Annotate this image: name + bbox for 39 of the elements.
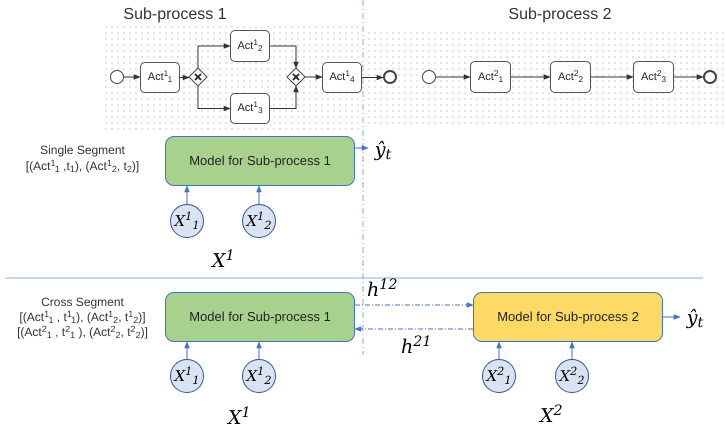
arrow (354, 145, 369, 151)
arrow (184, 341, 190, 360)
arrow (510, 74, 551, 80)
model-box: Model for Sub-process 1 (165, 136, 355, 186)
arrow (362, 74, 384, 80)
segment-sequence: [(Act$^{1}$$_{1}$ , t$^{1}$$_{1}$), (Act$^{1}$$_{2}$, t$^{1}$$_{2}$)] (18, 308, 147, 326)
input-set-label: X$^{2}$ (540, 402, 563, 429)
arrow (180, 74, 190, 80)
arrow (436, 74, 471, 80)
arrow (496, 341, 502, 360)
arrow (256, 185, 262, 204)
input-set-label: X$^{1}$ (212, 247, 235, 274)
gateway-diamond (189, 68, 207, 86)
arrow (198, 43, 231, 68)
arrow (354, 326, 474, 332)
section-title: Sub-process 2 (507, 5, 613, 25)
arrow (569, 341, 575, 360)
arrow (256, 341, 262, 360)
arrow (270, 46, 299, 69)
input-set-label: X$^{1}$ (228, 404, 251, 431)
arrow (354, 302, 474, 308)
segment-title: Single Segment (39, 142, 126, 159)
arrow (590, 74, 634, 80)
model-box: Model for Sub-process 1 (165, 292, 355, 342)
arrow (184, 185, 190, 204)
arrow (674, 74, 704, 80)
gateway-diamond (287, 68, 305, 86)
output-label: ŷ$_{t}$ (680, 304, 710, 332)
model-box: Model for Sub-process 2 (473, 292, 663, 342)
segment-sequence: [(Act$^{1}$$_{1}$ ,t$_{1}$), (Act$^{1}$$_{2}$, t$_{2}$)] (24, 157, 140, 175)
arrow (304, 74, 323, 80)
output-label: ŷ$_{t}$ (368, 136, 398, 164)
arrow (124, 74, 141, 80)
segment-sequence: [(Act$^{2}$$_{1}$ , t$^{2}$$_{1}$ ), (Act$^{2}$$_{2}$, t$^{2}$$_{2}$)] (16, 324, 149, 341)
segment-title: Cross Segment (40, 294, 125, 310)
arrow (270, 85, 299, 109)
arrow (662, 314, 681, 320)
arrow (198, 86, 231, 112)
section-title: Sub-process 1 (122, 5, 228, 25)
